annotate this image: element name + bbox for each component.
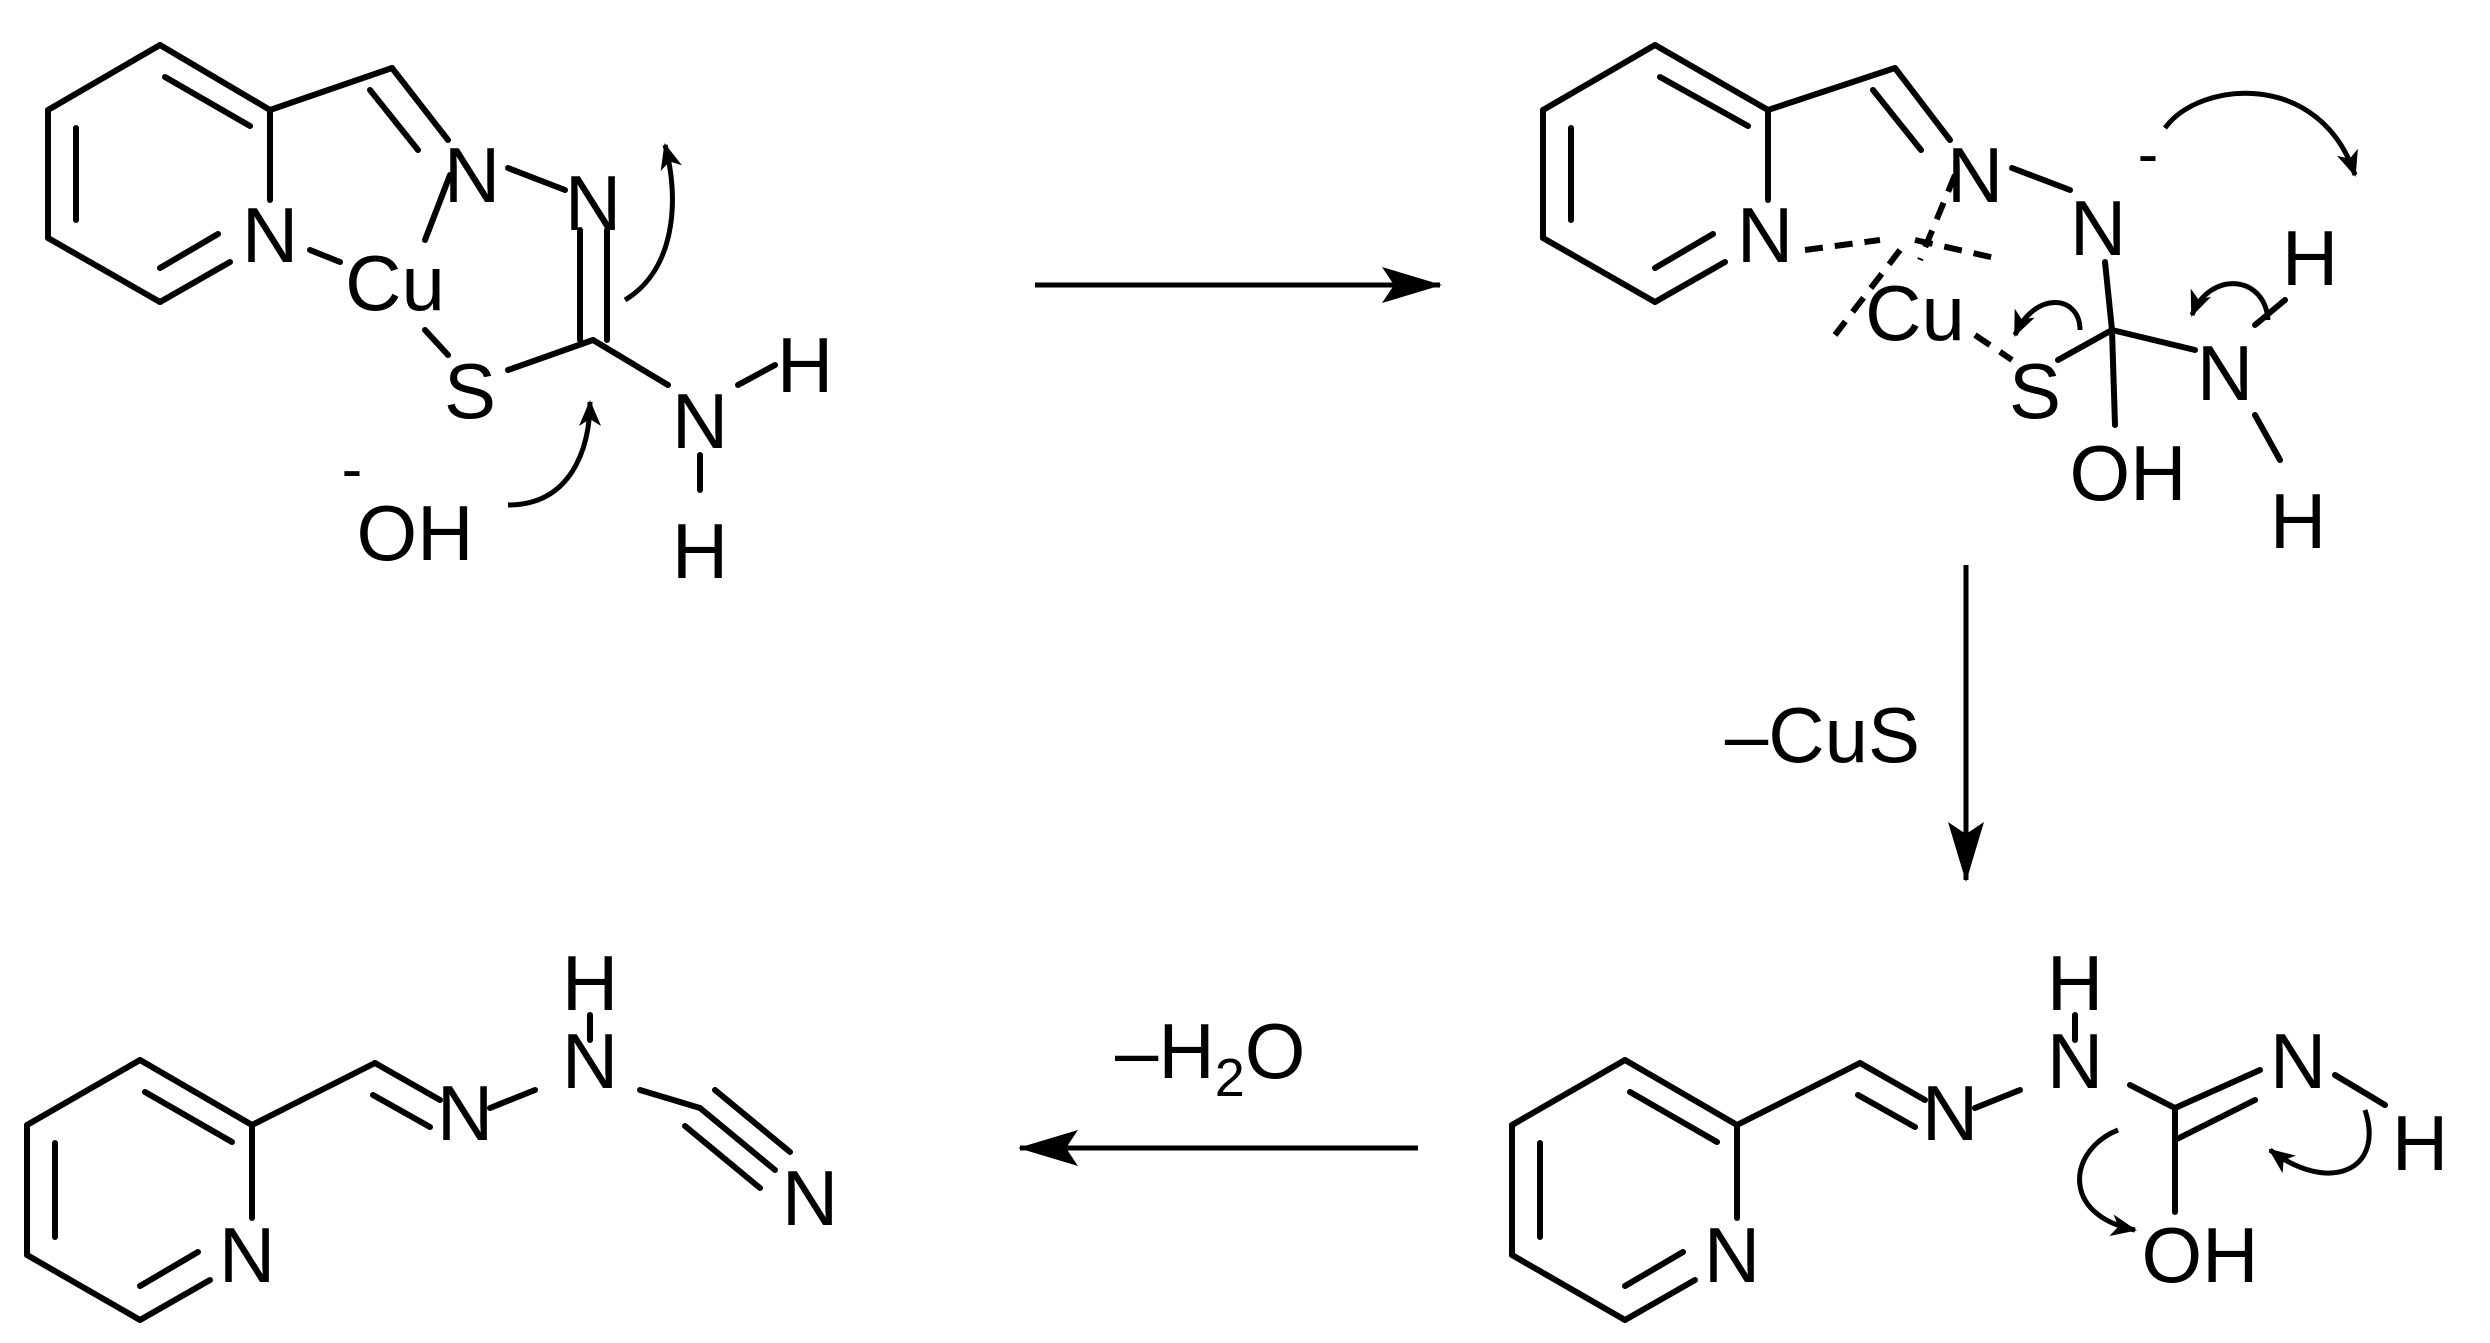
- atom-n-imine-2: N: [1947, 131, 2003, 219]
- atom-n-imine-4: N: [437, 1069, 493, 1157]
- condition-water-loss: –H2O: [1115, 1007, 1305, 1108]
- atom-n-hydrazone-1: N: [565, 159, 621, 247]
- pyridine-ring-4: [24, 1057, 255, 1323]
- atom-n-amine-1: N: [672, 377, 728, 465]
- atom-n-imine-3: N: [1922, 1069, 1978, 1157]
- condition-cus-loss: –CuS: [1725, 691, 1920, 779]
- atom-n-pyridine-1: N: [242, 191, 298, 279]
- atom-s-1: S: [444, 347, 496, 435]
- curly-arrow-cs-cleavage: [2012, 300, 2083, 337]
- intermediate-2: N N N - Cu S N H H OH: [1540, 42, 2358, 565]
- pyridine-ring-1: [45, 42, 273, 305]
- hydroxide-charge: -: [342, 435, 363, 504]
- atom-n-pyridine-2: N: [1737, 191, 1793, 279]
- atom-s-2: S: [2009, 347, 2061, 435]
- intermediate-3: N N H N N H OH: [1509, 939, 2448, 1323]
- curly-arrow-nh-deprotonation: [2268, 1109, 2372, 1176]
- atom-h-hydrazone-4: H: [562, 939, 618, 1027]
- pyridine-ring-3: [1509, 1057, 1740, 1323]
- hydroxide-ion: OH: [357, 489, 474, 577]
- atom-h-amine-2a: H: [2282, 214, 2338, 302]
- atom-n-pyridine-4: N: [219, 1211, 275, 1299]
- atom-n-nitrile-4: N: [782, 1154, 838, 1242]
- water-loss-suffix: O: [1245, 1007, 1306, 1095]
- product-4: N N H N N: [24, 939, 838, 1323]
- atom-n-hydrazone-4: N: [562, 1017, 618, 1105]
- atom-oh-3: OH: [2142, 1211, 2259, 1299]
- atom-h-amidine-3: H: [2392, 1099, 2448, 1187]
- atom-n-amine-2: N: [2197, 329, 2253, 417]
- curly-arrow-oh-elimination: [2077, 1127, 2137, 1237]
- atom-n-amidine-3: N: [2270, 1017, 2326, 1105]
- pyridine-ring-2: [1540, 42, 1771, 305]
- curly-arrow-n-lone-pair: [2189, 281, 2271, 321]
- curly-arrow-oh-attack: [507, 400, 601, 508]
- atom-n-hydrazone-3: N: [2047, 1017, 2103, 1105]
- complex-1: N N N Cu S N H H - OH: [45, 42, 833, 595]
- atom-oh-2: OH: [2070, 429, 2187, 517]
- anion-charge-2: -: [2138, 120, 2159, 189]
- atom-cu-1: Cu: [345, 239, 445, 327]
- atom-h-hydrazone-3: H: [2047, 939, 2103, 1027]
- atom-h-amine-2b: H: [2270, 477, 2326, 565]
- atom-h-amine-1b: H: [672, 507, 728, 595]
- curly-arrow-pi-to-n: [623, 143, 682, 303]
- curly-arrow-proton-transfer: [2162, 90, 2358, 177]
- water-loss-prefix: –H: [1115, 1007, 1215, 1095]
- atom-n-anion-2: N: [2070, 184, 2126, 272]
- atom-n-pyridine-3: N: [1704, 1211, 1760, 1299]
- water-loss-subscript: 2: [1215, 1048, 1245, 1108]
- atom-h-amine-1a: H: [777, 321, 833, 409]
- atom-cu-2: Cu: [1865, 269, 1965, 357]
- atom-n-imine-1: N: [444, 131, 500, 219]
